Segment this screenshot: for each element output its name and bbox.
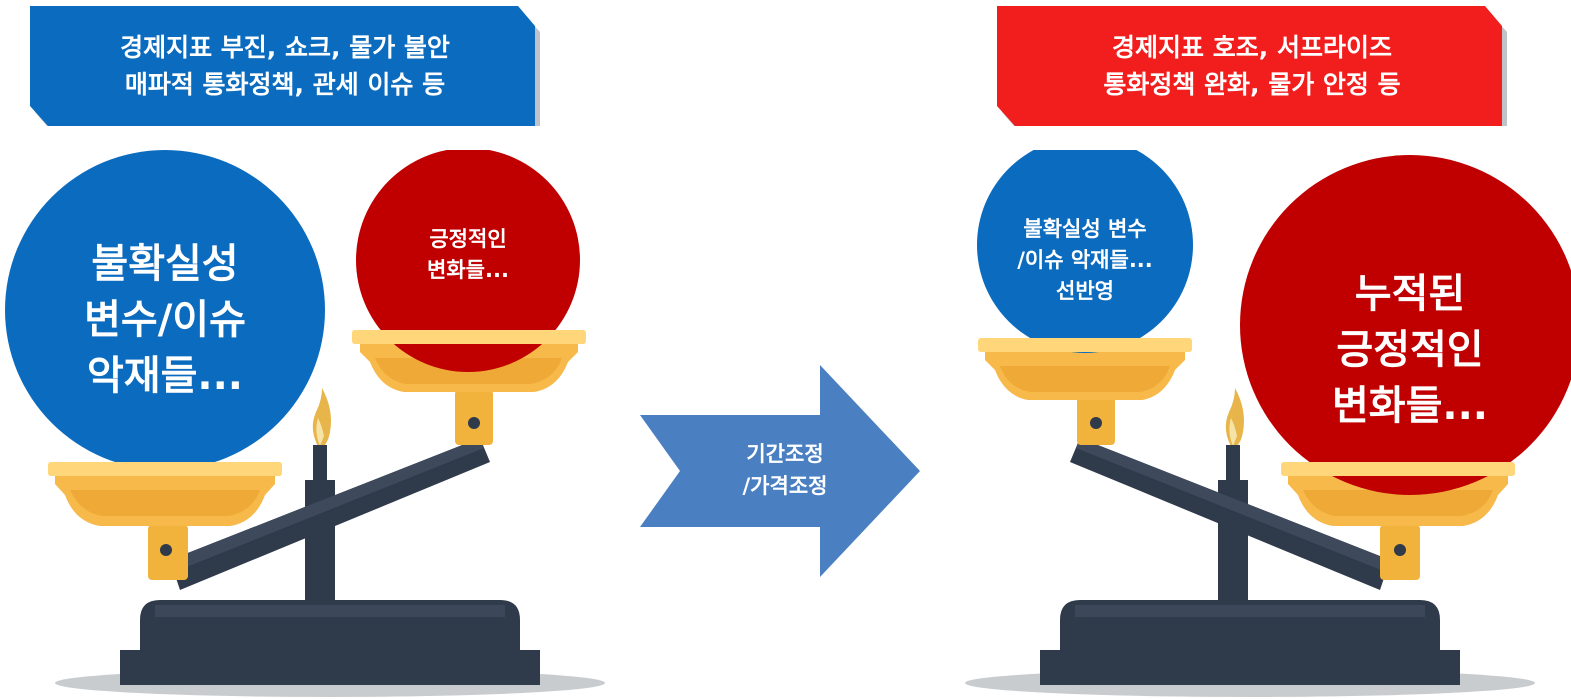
- left-small-ball-line1: 긍정적인: [429, 227, 507, 251]
- scale-base: [1040, 600, 1460, 685]
- left-small-ball-label: 긍정적인 변화들...: [398, 220, 538, 290]
- left-small-ball-line2: 변화들...: [427, 258, 509, 282]
- arrow-line2: /가격조정: [742, 474, 828, 498]
- left-banner-line1: 경제지표 부진, 쇼크, 물가 불안: [120, 33, 450, 62]
- right-banner-line2: 통화정책 완화, 물가 안정 등: [1103, 70, 1401, 99]
- right-banner-shape: [997, 6, 1507, 126]
- transition-arrow: 기간조정 /가격조정: [640, 365, 920, 577]
- left-big-ball-line2: 변수/이슈: [84, 297, 246, 343]
- right-banner-line1: 경제지표 호조, 서프라이즈: [1112, 33, 1392, 62]
- left-banner-line2: 매파적 통화정책, 관세 이슈 등: [124, 70, 446, 99]
- arrow-label: 기간조정 /가격조정: [710, 435, 860, 505]
- left-small-ball: [356, 150, 580, 372]
- right-big-ball-line3: 변화들...: [1332, 383, 1488, 429]
- scale-base: [120, 600, 540, 685]
- left-big-ball: [5, 150, 325, 470]
- right-scale: 불확실성 변수 /이슈 악재들... 선반영 누적된 긍정적인 변화들...: [950, 150, 1571, 699]
- arrow-line1: 기간조정: [746, 442, 824, 466]
- left-big-ball-line3: 악재들...: [87, 353, 243, 399]
- left-banner-shape: [30, 6, 540, 126]
- right-small-ball: [977, 150, 1193, 353]
- right-big-ball-line1: 누적된: [1354, 271, 1466, 317]
- right-big-ball-label: 누적된 긍정적인 변화들...: [1270, 260, 1550, 440]
- arrow-shape: [640, 365, 920, 577]
- right-scale-drawing: [965, 150, 1571, 697]
- left-big-ball-line1: 불확실성: [91, 241, 239, 287]
- right-big-ball-line2: 긍정적인: [1336, 327, 1484, 373]
- left-scale: 불확실성 변수/이슈 악재들... 긍정적인 변화들...: [0, 150, 620, 699]
- left-big-ball-label: 불확실성 변수/이슈 악재들...: [25, 230, 305, 410]
- right-small-ball-line2: /이슈 악재들...: [1017, 247, 1153, 272]
- right-small-ball-line1: 불확실성 변수: [1023, 216, 1147, 241]
- left-scale-drawing: [5, 150, 605, 697]
- right-banner: 경제지표 호조, 서프라이즈 통화정책 완화, 물가 안정 등: [997, 6, 1507, 126]
- left-banner: 경제지표 부진, 쇼크, 물가 불안 매파적 통화정책, 관세 이슈 등: [30, 6, 540, 126]
- right-big-ball: [1240, 155, 1571, 495]
- right-small-ball-label: 불확실성 변수 /이슈 악재들... 선반영: [995, 210, 1175, 310]
- right-banner-text: 경제지표 호조, 서프라이즈 통화정책 완화, 물가 안정 등: [997, 6, 1507, 126]
- right-small-ball-line3: 선반영: [1056, 278, 1114, 303]
- left-banner-text: 경제지표 부진, 쇼크, 물가 불안 매파적 통화정책, 관세 이슈 등: [30, 6, 540, 126]
